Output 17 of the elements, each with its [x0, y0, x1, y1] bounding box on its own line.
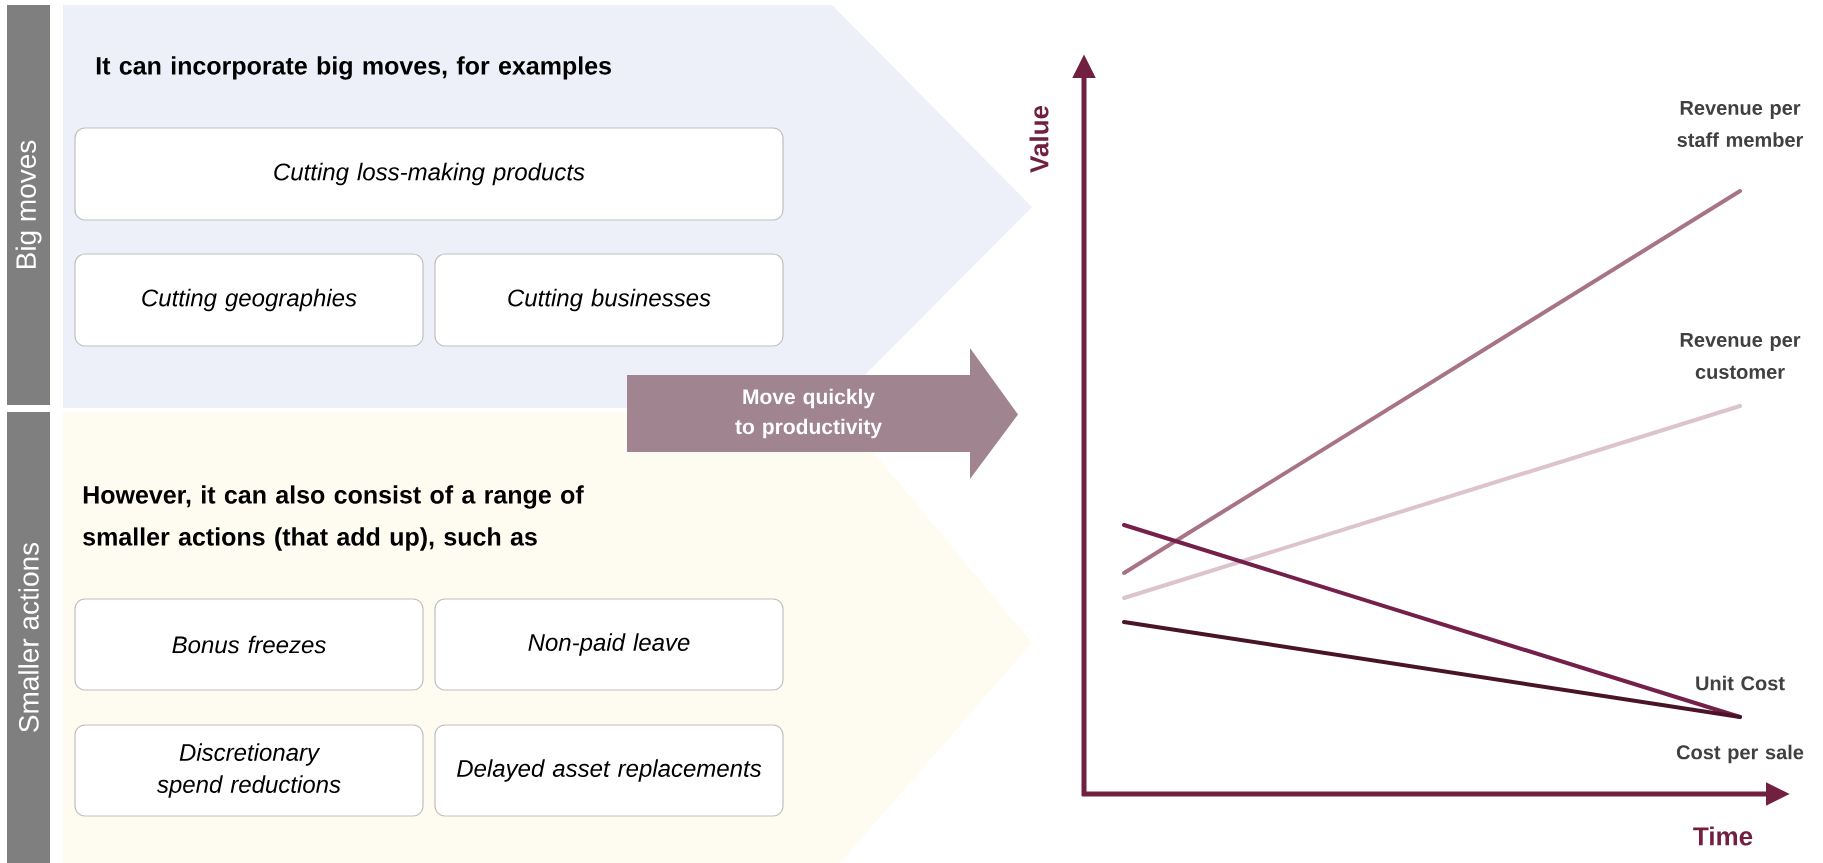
side-label-bar: Big moves	[7, 5, 50, 405]
example-box: Non-paid leave	[434, 598, 784, 691]
example-box: Discretionary spend reductions	[74, 724, 424, 817]
line-label: Cost per sale	[1676, 744, 1804, 764]
axis-title: Time	[1693, 826, 1753, 846]
example-box: Delayed asset replacements	[434, 724, 784, 817]
example-box: Cutting loss-making products	[74, 127, 784, 221]
line-label: Revenue per customer	[1680, 333, 1801, 379]
example-box: Cutting geographies	[74, 253, 424, 347]
panel-heading: However, it can also consist of a range of smaller actions (that add up), such as	[83, 485, 584, 551]
side-label-bar: Smaller actions	[7, 412, 50, 863]
line-label: Unit Cost	[1696, 675, 1785, 691]
example-box: Bonus freezes	[74, 598, 424, 691]
example-box: Cutting businesses	[434, 253, 784, 347]
line-label: Revenue per staff member	[1677, 101, 1804, 147]
axis-title: Value	[1029, 105, 1049, 173]
panel-heading: It can incorporate big moves, for examples	[96, 56, 611, 80]
